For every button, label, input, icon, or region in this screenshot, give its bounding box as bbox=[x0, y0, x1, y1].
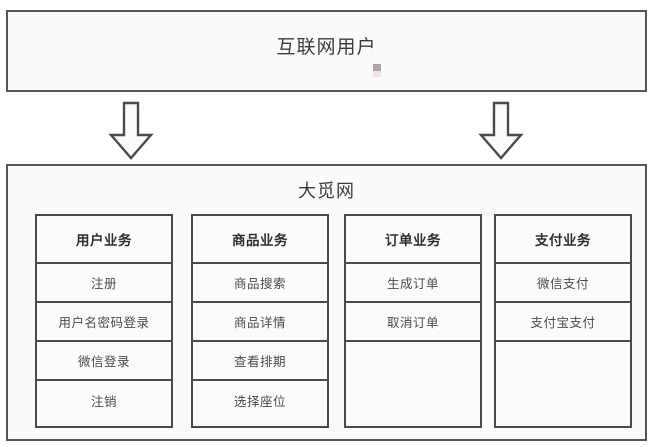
service-item[interactable]: 支付宝支付 bbox=[496, 303, 630, 342]
service-item[interactable]: 注销 bbox=[90, 394, 117, 409]
service-column-header: 订单业务 bbox=[346, 216, 480, 264]
down-arrow-icon-right bbox=[478, 101, 524, 161]
service-item[interactable]: 查看排期 bbox=[193, 342, 327, 381]
service-column-product: 商品业务 商品搜索 商品详情 查看排期 选择座位 bbox=[191, 214, 329, 428]
service-column-payment: 支付业务 微信支付 支付宝支付 bbox=[494, 214, 632, 428]
service-columns: 用户业务 注册 用户名密码登录 微信登录 注销 商品业务 商品搜索 商品详情 查… bbox=[8, 214, 645, 432]
platform-title: 大觅网 bbox=[298, 181, 355, 202]
platform-box: 大觅网 用户业务 注册 用户名密码登录 微信登录 注销 商品业务 商品搜索 商品… bbox=[6, 164, 647, 441]
service-column-header: 用户业务 bbox=[37, 216, 171, 264]
actor-box-internet-users: 互联网用户 bbox=[6, 10, 647, 92]
service-item[interactable]: 取消订单 bbox=[346, 303, 480, 342]
service-item[interactable]: 微信支付 bbox=[496, 264, 630, 303]
service-item[interactable]: 选择座位 bbox=[233, 394, 286, 409]
service-item-empty bbox=[496, 342, 630, 381]
service-item[interactable]: 商品详情 bbox=[193, 303, 327, 342]
down-arrow-icon-left bbox=[108, 101, 154, 161]
service-column-user: 用户业务 注册 用户名密码登录 微信登录 注销 bbox=[35, 214, 173, 428]
service-item[interactable]: 商品搜索 bbox=[193, 264, 327, 303]
service-column-order: 订单业务 生成订单 取消订单 bbox=[344, 214, 482, 428]
service-item[interactable]: 用户名密码登录 bbox=[37, 303, 171, 342]
service-item-empty bbox=[346, 342, 480, 381]
service-item[interactable]: 注册 bbox=[37, 264, 171, 303]
service-item[interactable]: 生成订单 bbox=[346, 264, 480, 303]
actor-label: 互联网用户 bbox=[276, 35, 377, 58]
service-column-header: 商品业务 bbox=[193, 216, 327, 264]
image-artifact-mark bbox=[373, 64, 381, 77]
service-item[interactable]: 微信登录 bbox=[37, 342, 171, 381]
service-column-header: 支付业务 bbox=[496, 216, 630, 264]
